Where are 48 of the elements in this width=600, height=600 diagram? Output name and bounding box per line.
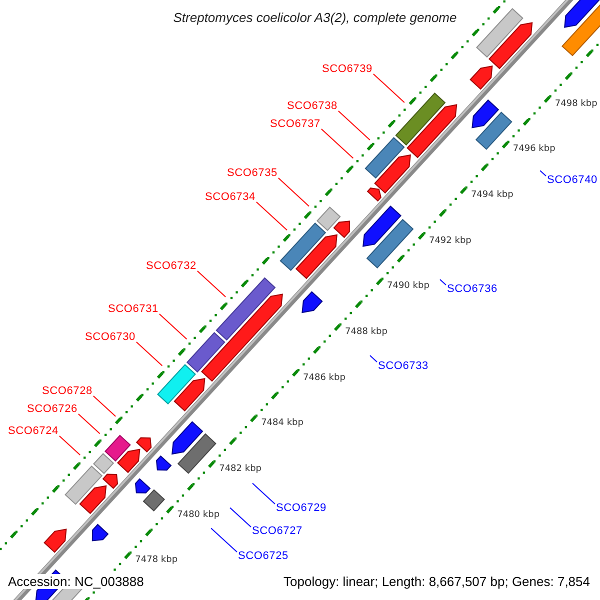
leader-line [136, 342, 163, 366]
leader-line [210, 528, 238, 552]
leader-line [252, 482, 276, 504]
gene-name-label: SCO6735 [227, 167, 278, 180]
leader-line [158, 314, 188, 340]
scale-tick-label: 7484 kbp [261, 418, 304, 430]
gene-name-label: SCO6733 [378, 360, 428, 373]
leader-line [256, 202, 288, 231]
gene-name-label: SCO6731 [108, 303, 158, 316]
leader-line [58, 436, 81, 456]
leader-line [278, 178, 310, 207]
leader-line [320, 128, 354, 159]
gene-name-label: SCO6727 [252, 525, 302, 538]
scale-tick-label: 7488 kbp [345, 327, 388, 338]
genome-summary-text: Topology: linear; Length: 8,667,507 bp; Genes: 7,854 [284, 574, 590, 589]
gene-name-label: SCO6729 [276, 502, 326, 515]
accession-text: Accession: NC_003888 [8, 574, 144, 589]
scale-tick-label: 7482 kbp [219, 464, 262, 475]
scale-tick-label: 7486 kbp [303, 372, 346, 384]
scale-tick-label: 7490 kbp [387, 281, 430, 292]
title: Streptomyces coelicolor A3(2), complete genome [173, 10, 457, 25]
gene-name-label: SCO6738 [287, 100, 338, 113]
gene-name-label: SCO6737 [270, 118, 320, 131]
gene-name-label: SCO6725 [238, 550, 288, 563]
gene-name-label: SCO6728 [42, 385, 92, 398]
scale-tick-label: 7492 kbp [428, 236, 472, 247]
scale-tick-label: 7498 kbp [554, 98, 598, 110]
leader-line [540, 170, 546, 176]
gene-name-label: SCO6730 [85, 331, 136, 344]
scale-tick-label: 7478 kbp [135, 555, 178, 566]
gene-name-label: SCO6734 [205, 191, 256, 204]
gene-name-label: SCO6732 [146, 260, 196, 273]
leader-line [370, 355, 378, 362]
leader-line [230, 507, 252, 528]
leader-line [372, 74, 405, 103]
leader-line [92, 396, 116, 417]
scale-tick-label: 7496 kbp [512, 144, 556, 156]
leader-line [78, 414, 100, 434]
gene-name-label: SCO6739 [322, 63, 372, 76]
scale-tick-label: 7494 kbp [470, 190, 514, 202]
leader-line [196, 270, 226, 298]
leader-line [338, 110, 370, 140]
gene-name-label: SCO6724 [8, 425, 58, 438]
gene-name-label: SCO6740 [547, 174, 598, 187]
gene-name-label: SCO6726 [27, 403, 78, 416]
scale-tick-label: 7480 kbp [177, 510, 220, 521]
leader-line [440, 279, 446, 286]
gene-name-label: SCO6736 [447, 283, 498, 296]
